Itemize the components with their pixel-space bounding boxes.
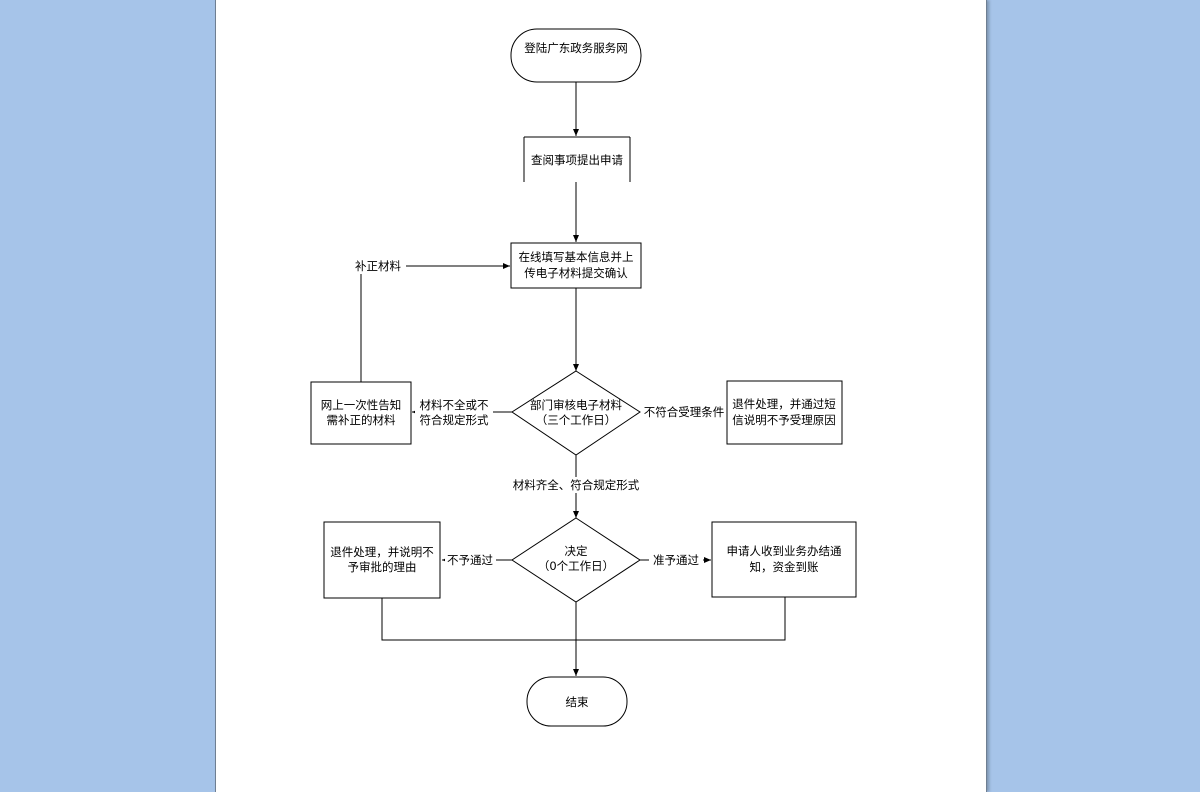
review-decision-node: 部门审核电子材料 （三个工作日） bbox=[511, 370, 641, 456]
end-node: 结束 bbox=[526, 676, 628, 727]
label-incomplete-line-2: 符合规定形式 bbox=[420, 413, 489, 427]
reject-final-line-2: 予审批的理由 bbox=[348, 560, 417, 574]
fill-info-line-2: 传电子材料提交确认 bbox=[524, 266, 628, 280]
start-node: 登陆广东政务服务网 bbox=[510, 28, 642, 83]
edge-supplement-loop bbox=[360, 263, 510, 382]
edge-merge bbox=[381, 597, 786, 641]
label-not-qualified: 不符合受理条件 bbox=[644, 405, 725, 419]
reject-final-node: 退件处理，并说明不 予审批的理由 bbox=[323, 521, 441, 599]
review-line-2: （三个工作日） bbox=[536, 413, 617, 427]
label-not-approved: 不予通过 bbox=[447, 553, 493, 567]
end-label: 结束 bbox=[566, 695, 589, 709]
notify-correction-node: 网上一次性告知 需补正的材料 bbox=[310, 381, 412, 445]
query-label: 查阅事项提出申请 bbox=[531, 153, 623, 167]
query-node: 查阅事项提出申请 bbox=[523, 136, 631, 182]
fill-info-node: 在线填写基本信息并上 传电子材料提交确认 bbox=[510, 242, 642, 289]
label-complete: 材料齐全、符合规定形式 bbox=[513, 478, 640, 492]
final-decision-line-2: （0个工作日） bbox=[538, 559, 614, 573]
label-incomplete-line-1: 材料不全或不 bbox=[420, 398, 489, 412]
notify-line-1: 网上一次性告知 bbox=[321, 398, 402, 412]
label-approved: 准予通过 bbox=[653, 553, 699, 567]
approve-notice-node: 申请人收到业务办结通 知，资金到账 bbox=[711, 521, 857, 598]
final-decision-node: 决定 （0个工作日） bbox=[511, 517, 641, 603]
reject-unqualified-line-2: 信说明不予受理原因 bbox=[732, 413, 836, 427]
notify-line-2: 需补正的材料 bbox=[327, 413, 396, 427]
reject-unqualified-node: 退件处理，并通过短 信说明不予受理原因 bbox=[726, 380, 843, 445]
fill-info-line-1: 在线填写基本信息并上 bbox=[519, 250, 634, 264]
reject-unqualified-line-1: 退件处理，并通过短 bbox=[732, 397, 836, 411]
review-line-1: 部门审核电子材料 bbox=[530, 398, 622, 412]
label-supplement: 补正材料 bbox=[355, 259, 401, 273]
final-decision-line-1: 决定 bbox=[565, 544, 588, 558]
document-page: 登陆广东政务服务网 查阅事项提出申请 在线填写基本信息并上 传电子材料提交确认 … bbox=[215, 0, 987, 792]
approve-line-2: 知，资金到账 bbox=[750, 560, 819, 574]
flowchart-canvas: 登陆广东政务服务网 查阅事项提出申请 在线填写基本信息并上 传电子材料提交确认 … bbox=[310, 28, 857, 727]
start-label: 登陆广东政务服务网 bbox=[524, 41, 628, 55]
reject-final-line-1: 退件处理，并说明不 bbox=[330, 545, 434, 559]
approve-line-1: 申请人收到业务办结通 bbox=[727, 544, 842, 558]
